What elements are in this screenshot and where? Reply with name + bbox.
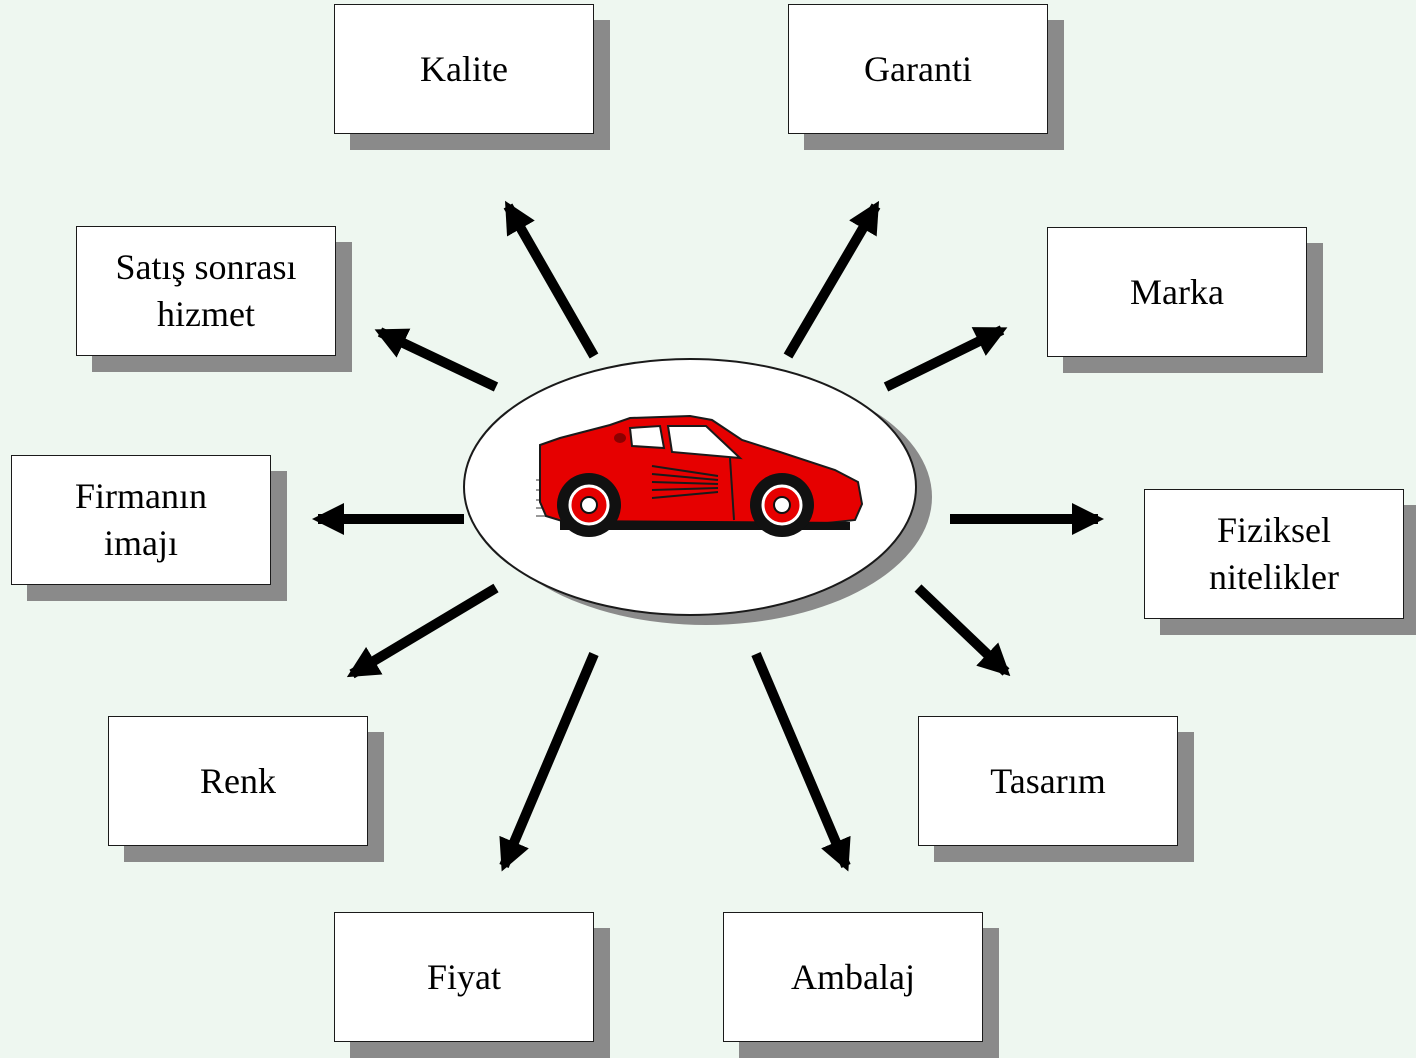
box-renk: Renk <box>108 716 368 846</box>
arrow-kalite <box>503 200 599 359</box>
box-garanti-label: Garanti <box>864 48 972 89</box>
box-renk-label: Renk <box>200 760 276 801</box>
box-kalite: Kalite <box>334 4 594 134</box>
arrow-marka <box>883 325 1008 392</box>
box-marka-label: Marka <box>1130 271 1224 312</box>
arrow-renk <box>346 583 499 679</box>
arrow-ambalaj <box>751 652 851 872</box>
box-tasarim-label: Tasarım <box>990 760 1106 801</box>
box-fiyat: Fiyat <box>334 912 594 1042</box>
box-firmanin-imaji-line2: imajı <box>104 523 178 563</box>
box-fiziksel-nitelikler-line1: Fiziksel <box>1217 510 1331 551</box>
box-marka: Marka <box>1047 227 1307 357</box>
box-satis-sonrasi-line2: hizmet <box>157 294 255 334</box>
box-ambalaj: Ambalaj <box>723 912 983 1042</box>
box-ambalaj-label: Ambalaj <box>791 956 915 997</box>
box-firmanin-imaji-line1: Firmanın <box>75 476 207 517</box>
arrow-garanti <box>783 200 881 359</box>
box-tasarim: Tasarım <box>918 716 1178 846</box>
arrow-tasarim <box>914 584 1011 677</box>
box-satis-sonrasi-hizmet: Satış sonrası hizmet <box>76 226 336 356</box>
red-sports-car-icon <box>536 414 864 537</box>
arrow-satis-sonrasi <box>374 327 499 392</box>
arrow-fiyat <box>499 652 599 872</box>
box-fiyat-label: Fiyat <box>426 956 501 997</box>
box-garanti: Garanti <box>788 4 1048 134</box>
box-fiziksel-nitelikler-line2: nitelikler <box>1209 557 1339 597</box>
box-fiziksel-nitelikler: Fiziksel nitelikler <box>1144 489 1404 619</box>
box-kalite-label: Kalite <box>420 48 508 89</box>
box-firmanin-imaji: Firmanın imajı <box>11 455 271 585</box>
box-satis-sonrasi-line1: Satış sonrası <box>115 247 297 288</box>
